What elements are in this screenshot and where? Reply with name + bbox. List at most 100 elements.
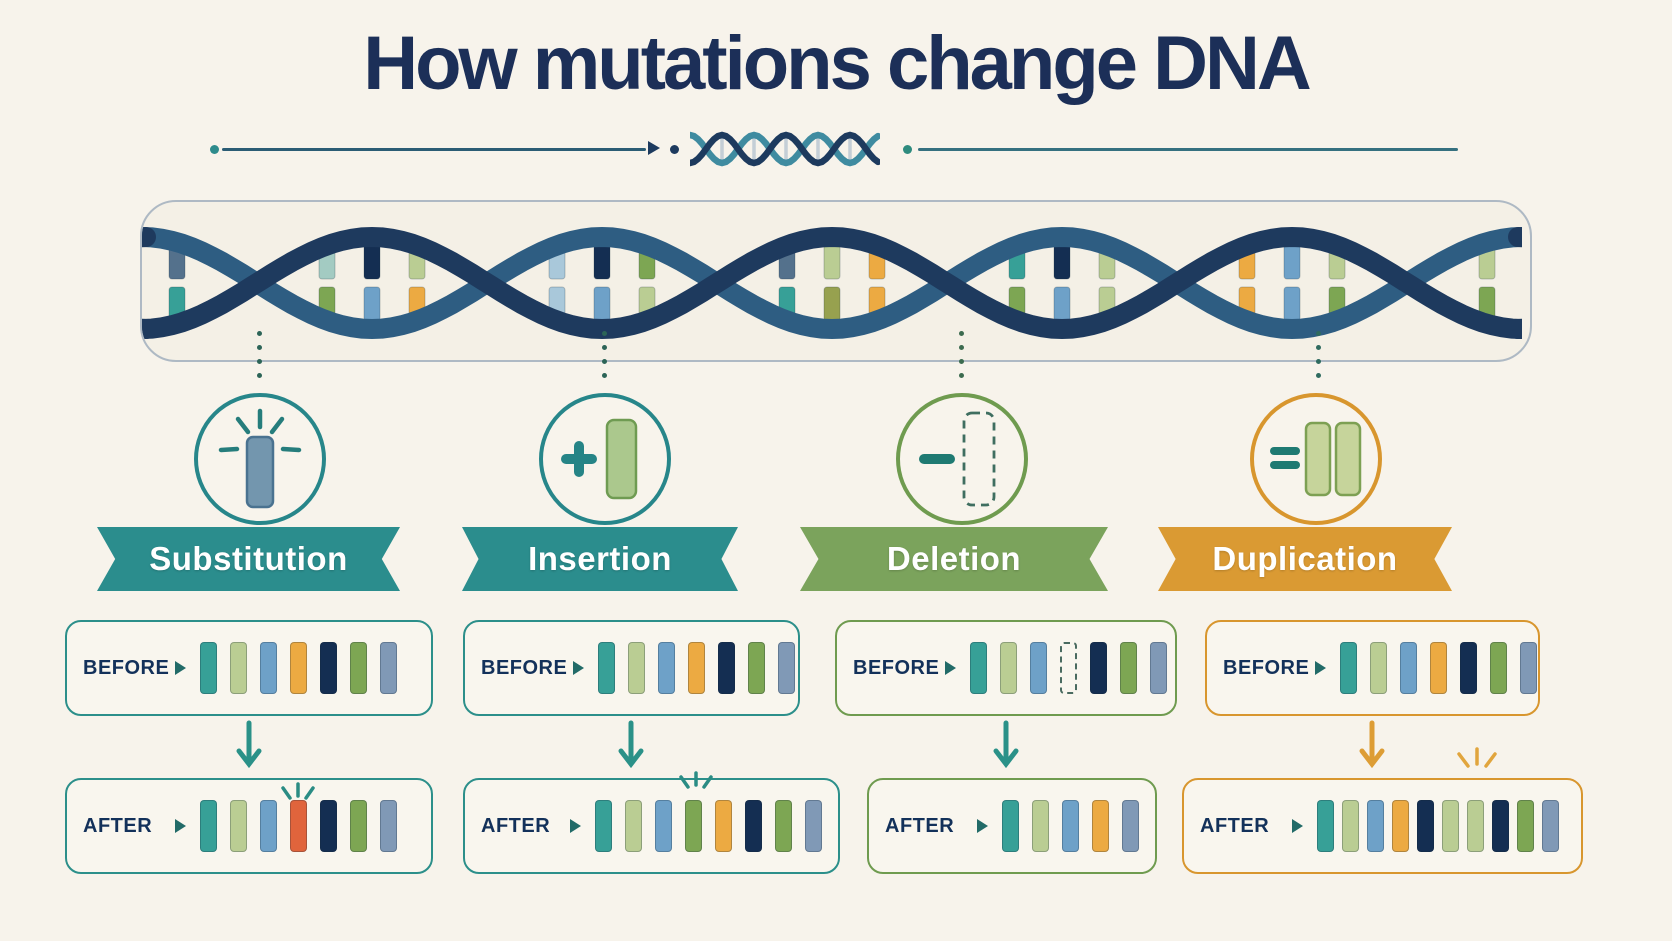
connector-dot — [602, 331, 607, 336]
ribbon-deletion: Deletion — [800, 527, 1108, 591]
change-burst-icon — [1455, 746, 1499, 779]
after-label: AFTER — [481, 814, 551, 837]
dna-base-navy — [718, 642, 735, 694]
ribbon-label: Insertion — [528, 540, 672, 577]
dna-base-sage — [1000, 642, 1017, 694]
connector-dot — [257, 373, 262, 378]
ribbon-duplication: Duplication — [1158, 527, 1452, 591]
pointer-icon — [945, 661, 956, 675]
dna-base-orange — [688, 642, 705, 694]
before-label: BEFORE — [1223, 656, 1310, 679]
deletion-after-box: AFTER — [867, 778, 1157, 874]
before-label: BEFORE — [83, 656, 170, 679]
dna-base-green — [748, 642, 765, 694]
dna-base-steel — [1367, 800, 1384, 852]
substitution-before-box: BEFORE — [65, 620, 433, 716]
dna-sequence — [598, 642, 795, 694]
down-arrow-icon — [992, 720, 1020, 777]
dna-base-steel — [260, 800, 277, 852]
dna-base-sage — [1467, 800, 1484, 852]
pointer-icon — [175, 661, 186, 675]
insertion-before-box: BEFORE — [463, 620, 800, 716]
dna-sequence — [200, 642, 397, 694]
dna-base-sage — [628, 642, 645, 694]
dna-base-steel — [1400, 642, 1417, 694]
dna-base-steel — [655, 800, 672, 852]
dna-base-green — [350, 642, 367, 694]
dna-base-teal — [1317, 800, 1334, 852]
connector-substitution — [257, 331, 262, 378]
connector-insertion — [602, 331, 607, 378]
ribbon-substitution: Substitution — [97, 527, 400, 591]
connector-deletion — [959, 331, 964, 378]
dna-sequence — [970, 642, 1167, 694]
change-burst-icon — [280, 782, 316, 809]
divider-dot-inner-right — [903, 145, 912, 154]
ribbon-insertion: Insertion — [462, 527, 738, 591]
dna-base-navy — [745, 800, 762, 852]
dna-sequence — [1340, 642, 1537, 694]
connector-dot — [602, 345, 607, 350]
connector-duplication — [1316, 331, 1321, 378]
connector-dot — [1316, 331, 1321, 336]
divider-dot-inner-left — [670, 145, 679, 154]
dna-base-navy — [1460, 642, 1477, 694]
dna-base-sage — [230, 800, 247, 852]
duplication-equals-bars-icon — [1250, 393, 1382, 525]
dna-base-orange — [1430, 642, 1447, 694]
connector-dot — [1316, 345, 1321, 350]
dna-base-green — [685, 800, 702, 852]
insertion-plus-bar-icon — [539, 393, 671, 525]
dna-base-sage — [1370, 642, 1387, 694]
divider-line-right — [918, 148, 1458, 151]
duplication-before-box: BEFORE — [1205, 620, 1540, 716]
dna-base-teal — [200, 800, 217, 852]
dna-base-navy — [1090, 642, 1107, 694]
dna-base-teal — [200, 642, 217, 694]
dna-base-teal — [970, 642, 987, 694]
after-label: AFTER — [83, 814, 153, 837]
dna-base-navy — [1417, 800, 1434, 852]
dna-base-teal — [1002, 800, 1019, 852]
ribbon-label: Deletion — [886, 540, 1022, 577]
dna-strip — [140, 200, 1532, 362]
after-label: AFTER — [1200, 814, 1270, 837]
connector-dot — [602, 359, 607, 364]
down-arrow-icon — [235, 720, 263, 777]
duplication-icon-art — [1270, 421, 1362, 497]
dna-base-sage — [1442, 800, 1459, 852]
dna-base-steel — [658, 642, 675, 694]
dna-base-dashed — [1060, 642, 1077, 694]
dna-base-green — [1517, 800, 1534, 852]
connector-dot — [959, 331, 964, 336]
divider-dot-left — [210, 145, 219, 154]
dna-base-orange — [1392, 800, 1409, 852]
dna-base-teal — [595, 800, 612, 852]
connector-dot — [1316, 359, 1321, 364]
dna-base-steel — [1030, 642, 1047, 694]
dna-base-green — [775, 800, 792, 852]
duplication-after-box: AFTER — [1182, 778, 1583, 874]
deletion-before-box: BEFORE — [835, 620, 1177, 716]
deletion-minus-dashed-bar-icon — [896, 393, 1028, 525]
pointer-icon — [1292, 819, 1303, 833]
dna-base-green — [1120, 642, 1137, 694]
divider-line-left — [222, 148, 646, 151]
ribbon-label: Duplication — [1212, 540, 1398, 577]
pointer-icon — [570, 819, 581, 833]
down-arrow-icon — [1358, 720, 1386, 777]
dna-base-sage — [1032, 800, 1049, 852]
before-label: BEFORE — [481, 656, 568, 679]
divider-arrowhead-icon — [648, 141, 660, 155]
pointer-icon — [977, 819, 988, 833]
dna-base-teal — [1340, 642, 1357, 694]
deletion-icon-art — [919, 411, 996, 507]
dna-base-bluegray — [805, 800, 822, 852]
connector-dot — [1316, 373, 1321, 378]
dna-base-bluegray — [778, 642, 795, 694]
pointer-icon — [1315, 661, 1326, 675]
dna-base-bluegray — [1520, 642, 1537, 694]
change-burst-icon — [678, 771, 714, 798]
connector-dot — [257, 331, 262, 336]
dna-base-steel — [260, 642, 277, 694]
